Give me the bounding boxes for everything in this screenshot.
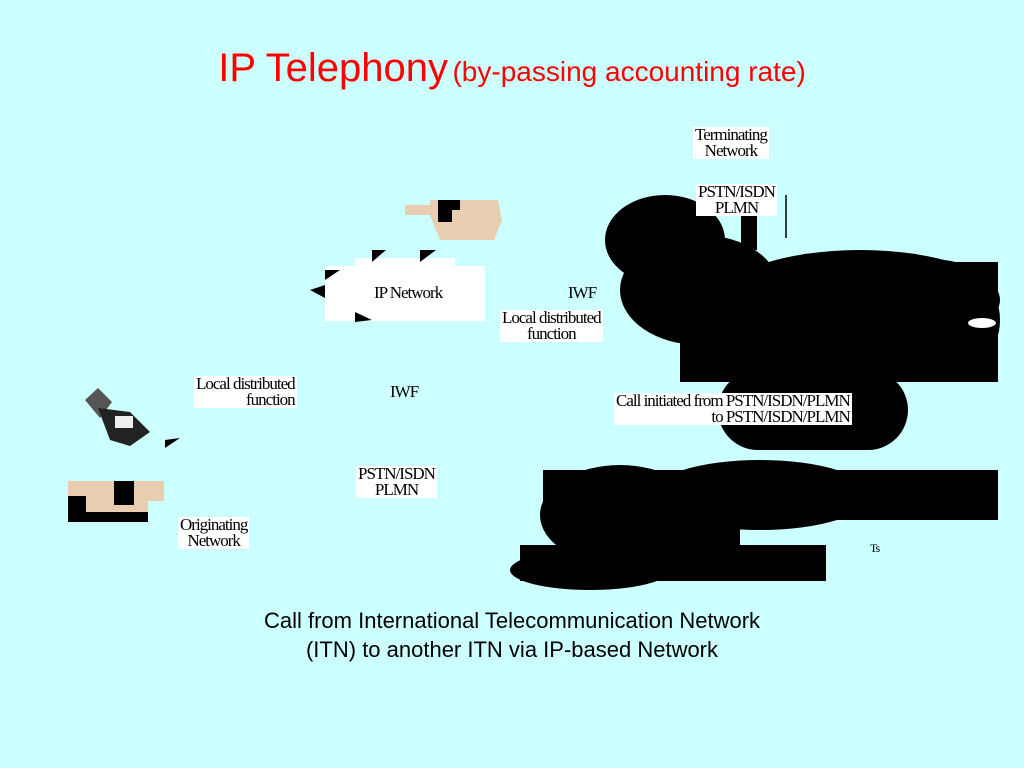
originating-network-line1: Originating bbox=[180, 515, 248, 534]
title-main: IP Telephony bbox=[218, 46, 449, 90]
local-function-right-line1: Local distributed bbox=[502, 308, 602, 327]
slide-caption: Call from International Telecommunicatio… bbox=[0, 606, 1024, 664]
title-sub: (by-passing accounting rate) bbox=[452, 56, 806, 87]
iwf-left-label: IWF bbox=[390, 382, 419, 401]
local-function-left-line2: function bbox=[246, 390, 296, 409]
originating-pstn-label: PSTN/ISDN PLMN bbox=[356, 464, 437, 499]
call-initiated-line2: to PSTN/ISDN/PLMN bbox=[711, 407, 850, 426]
slide-title: IP Telephony (by-passing accounting rate… bbox=[0, 46, 1024, 91]
terminating-pstn-line2: PLMN bbox=[714, 198, 759, 217]
terminating-network-label: Terminating Network bbox=[693, 125, 769, 160]
local-function-left-label: Local distributed function bbox=[194, 374, 297, 409]
phone-bottom-icon bbox=[68, 481, 164, 522]
caption-line1: Call from International Telecommunicatio… bbox=[263, 608, 761, 633]
originating-pstn-line1: PSTN/ISDN bbox=[358, 464, 436, 483]
local-function-left-line1: Local distributed bbox=[196, 374, 296, 393]
call-initiated-line1: Call initiated from PSTN/ISDN/PLMN bbox=[616, 391, 851, 410]
phone-top-icon bbox=[405, 200, 502, 240]
ip-network-label: IP Network bbox=[372, 283, 445, 302]
iwf-right-label: IWF bbox=[568, 283, 597, 302]
originating-pstn-line2: PLMN bbox=[374, 480, 419, 499]
caption-line2: (ITN) to another ITN via IP-based Networ… bbox=[305, 637, 719, 662]
terminating-network-line2: Network bbox=[704, 141, 758, 160]
terminating-network-line1: Terminating bbox=[695, 125, 768, 144]
terminating-connector bbox=[741, 215, 757, 250]
terminating-network-cloud bbox=[605, 195, 1000, 382]
originating-network-cloud bbox=[510, 460, 998, 590]
terminating-pstn-label: PSTN/ISDN PLMN bbox=[696, 182, 777, 217]
originating-network-label: Originating Network bbox=[178, 515, 250, 550]
call-initiated-label: Call initiated from PSTN/ISDN/PLMN to PS… bbox=[614, 391, 852, 426]
ip-network-cloud bbox=[310, 250, 485, 322]
ts-mark-label: Ts bbox=[870, 541, 880, 555]
phone-left-icon bbox=[85, 388, 180, 448]
local-function-right-label: Local distributed function bbox=[500, 308, 603, 343]
cloud-highlight bbox=[968, 318, 996, 328]
terminating-pstn-line1: PSTN/ISDN bbox=[698, 182, 776, 201]
local-function-right-line2: function bbox=[527, 324, 577, 343]
originating-network-line2: Network bbox=[187, 531, 240, 550]
